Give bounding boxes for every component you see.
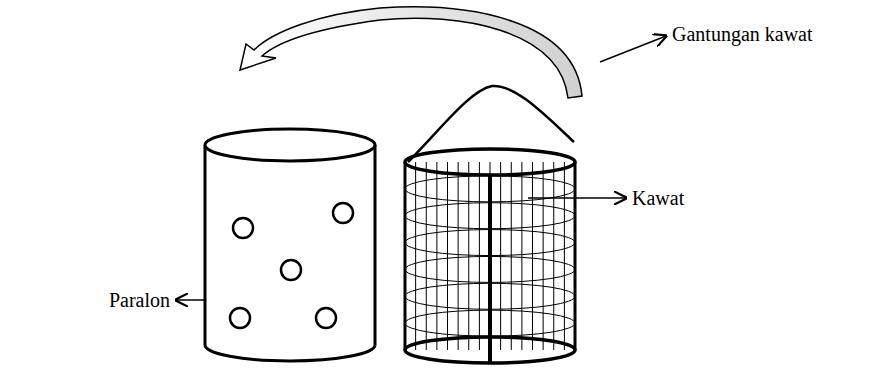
cage-wire bbox=[521, 162, 522, 350]
cage-wire bbox=[447, 162, 448, 350]
cage-wire bbox=[436, 162, 437, 350]
cage-wire bbox=[500, 162, 501, 350]
cage-wire bbox=[511, 162, 512, 350]
wire-cage bbox=[405, 149, 575, 363]
part-label: Paralon bbox=[109, 290, 170, 310]
cage-wire bbox=[426, 162, 427, 350]
leader-lines bbox=[176, 36, 666, 300]
cage-wire bbox=[468, 162, 469, 350]
cage-wire bbox=[415, 162, 416, 350]
paralon-pipe bbox=[205, 129, 375, 361]
cage-wire bbox=[532, 162, 533, 350]
cage-wire bbox=[553, 162, 554, 350]
cage-wire bbox=[543, 162, 544, 350]
cage-wire bbox=[575, 162, 576, 350]
cage-wire bbox=[564, 162, 565, 350]
cage-rim bbox=[405, 149, 575, 175]
wire-hanger bbox=[408, 86, 574, 162]
part-label: Kawat bbox=[632, 188, 684, 208]
part-label: Gantungan kawat bbox=[672, 24, 813, 44]
cage-wire bbox=[405, 162, 406, 350]
transfer-arrow bbox=[240, 7, 582, 98]
cage-wire bbox=[458, 162, 459, 350]
cage-spine bbox=[488, 175, 492, 363]
cage-wire bbox=[479, 162, 480, 350]
